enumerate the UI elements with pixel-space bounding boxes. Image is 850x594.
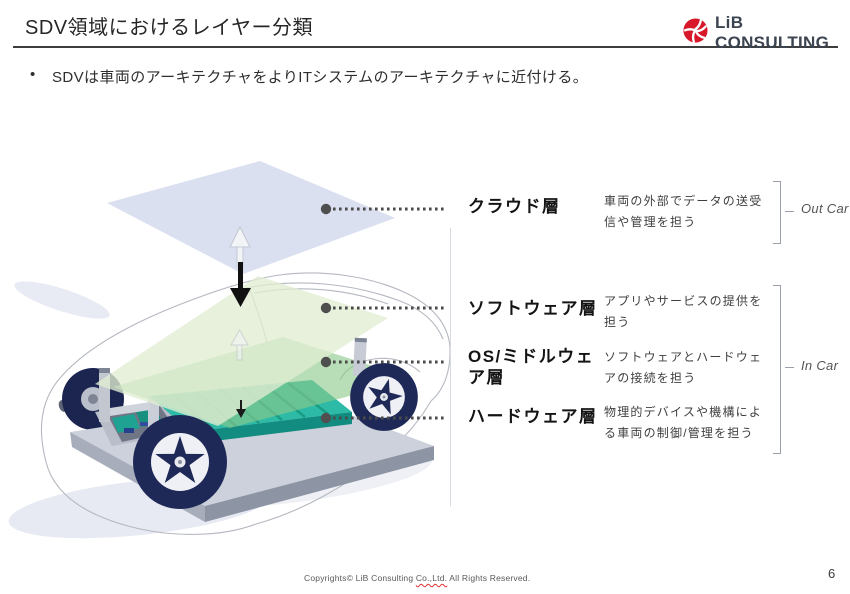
page-title: SDV領域におけるレイヤー分類	[25, 17, 314, 39]
layer-desc-os: ソフトウェアとハードウェアの接続を担う	[604, 350, 763, 385]
leader-lines	[333, 207, 447, 420]
company-logo: LiB CONSULTING	[682, 13, 850, 53]
wheel-front	[133, 415, 227, 509]
mini-down-arrow	[236, 400, 246, 418]
down-arrow	[230, 262, 251, 307]
bullet-row: • SDVは車両のアーキテクチャをよりITシステムのアーキテクチャに近付ける。	[30, 66, 588, 87]
out-car-bracket	[773, 181, 781, 244]
in-car-bracket-dash	[785, 367, 794, 368]
layer-desc-software: アプリやサービスの提供を担う	[604, 294, 763, 329]
ghost-up-arrow-lower	[230, 328, 249, 361]
layer-label-os: OS/ミドルウェア層	[468, 347, 595, 387]
leader-dot-cloud	[320, 203, 332, 215]
copyright-footer: Copyrights© LiB Consulting Co.,Ltd. All …	[304, 573, 530, 583]
title-divider	[13, 46, 838, 48]
leader-dot-os	[320, 356, 332, 368]
leader-dots	[320, 203, 332, 424]
layer-label-software: ソフトウェア層	[468, 299, 598, 318]
layer-desc-hardware: 物理的デバイスや機構による車両の制御/管理を担う	[604, 405, 763, 440]
leader-dot-hardware	[320, 412, 332, 424]
copyright-company: Co.,Ltd.	[415, 573, 448, 583]
logo-wordmark: LiB CONSULTING	[715, 13, 830, 52]
leader-dot-software	[320, 302, 332, 314]
layer-label-hardware: ハードウェア層	[468, 407, 598, 426]
rear-suspension-post	[352, 337, 367, 377]
layer-label-cloud: クラウド層	[468, 197, 561, 216]
pinwheel-icon	[682, 17, 709, 49]
page-number: 6	[828, 566, 836, 581]
in-car-bracket	[773, 285, 781, 454]
bullet-text: SDVは車両のアーキテクチャをよりITシステムのアーキテクチャに近付ける。	[52, 69, 589, 86]
out-car-bracket-dash	[785, 211, 794, 212]
layer-desc-cloud: 車両の外部でデータの送受信や管理を担う	[604, 194, 763, 229]
zone-label-out-car: Out Car	[801, 201, 849, 216]
bullet-marker: •	[30, 66, 36, 83]
cloud-layer-plane	[107, 161, 395, 274]
copyright-suffix: All Rights Reserved.	[447, 573, 531, 583]
copyright-prefix: Copyrights© LiB Consulting	[304, 573, 416, 583]
zone-label-in-car: In Car	[801, 358, 839, 373]
exploded-car-diagram	[0, 130, 460, 550]
wheel-rear	[350, 363, 418, 431]
